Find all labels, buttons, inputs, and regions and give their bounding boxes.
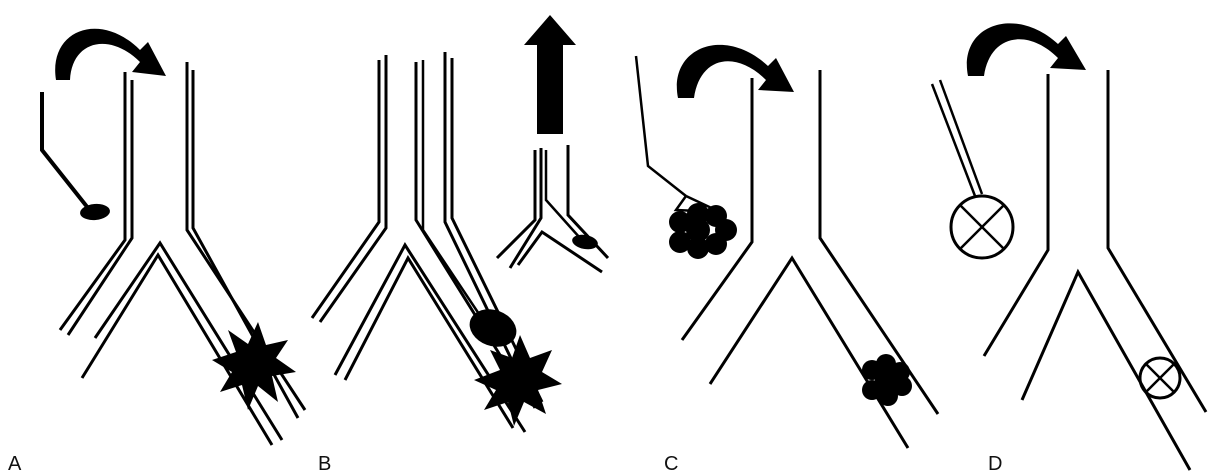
curved-arrow-icon (967, 23, 1086, 76)
panel-c: C (636, 45, 938, 475)
balloon-catheter-icon (571, 233, 599, 251)
balloon-catheter-icon (42, 92, 111, 221)
panel-label: C (664, 453, 678, 475)
curved-arrow-icon (55, 29, 166, 80)
panel-label: D (988, 453, 1002, 475)
vessel-bifurcation (984, 70, 1206, 470)
panel-d: D (932, 23, 1206, 475)
up-arrow-icon (524, 15, 576, 134)
panel-label: B (318, 453, 331, 475)
panel-b: B (312, 15, 608, 475)
vessel-rupture-icon (474, 335, 562, 426)
occluder-device-icon (932, 80, 1013, 258)
panel-a: A (8, 29, 305, 475)
panel-label: A (8, 453, 22, 475)
curved-arrow-icon (677, 45, 794, 98)
occluder-device-icon (1140, 358, 1180, 398)
vessel-bifurcation-inset (497, 145, 608, 272)
